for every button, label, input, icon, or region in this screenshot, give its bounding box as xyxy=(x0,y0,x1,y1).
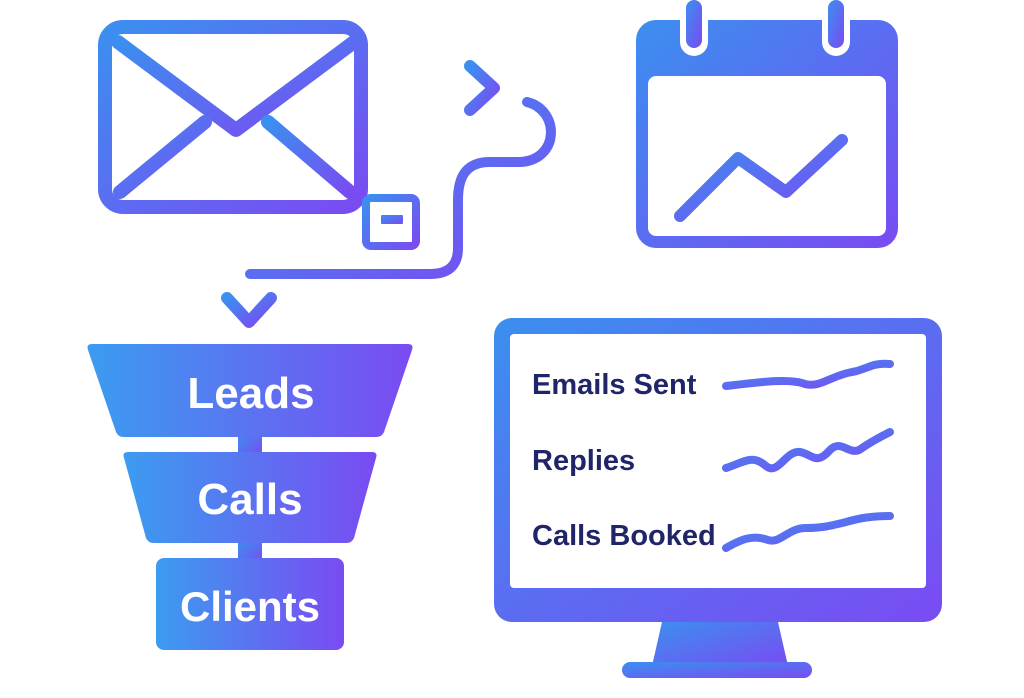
funnel-stage-clients: Clients xyxy=(156,558,344,650)
briefcase-tag-icon xyxy=(362,185,420,250)
envelope-icon xyxy=(98,20,368,214)
funnel-label: Calls xyxy=(197,475,302,524)
calendar-trend-icon xyxy=(636,0,898,248)
funnel-stage-calls: Calls xyxy=(123,452,377,543)
funnel-stage-leads: Leads xyxy=(87,344,413,437)
dashboard-metric-calls-booked: Calls Booked xyxy=(532,512,894,552)
metric-sparkline xyxy=(722,359,894,390)
funnel-label: Leads xyxy=(187,369,314,418)
metric-sparkline xyxy=(722,428,894,473)
funnel-label: Clients xyxy=(180,583,320,630)
arrow-right-icon xyxy=(434,60,500,116)
metric-label: Replies xyxy=(532,445,635,477)
metric-sparkline xyxy=(722,512,894,552)
connector-path xyxy=(245,97,556,279)
metric-label: Emails Sent xyxy=(532,369,697,401)
monitor-base xyxy=(622,662,812,678)
monitor-stand xyxy=(652,622,788,666)
arrow-down-icon xyxy=(221,237,277,328)
metric-label: Calls Booked xyxy=(532,520,716,552)
dashboard-metric-replies: Replies xyxy=(532,428,894,477)
dashboard-metric-emails-sent: Emails Sent xyxy=(532,359,894,401)
funnel: Leads Calls Clients xyxy=(87,344,413,650)
